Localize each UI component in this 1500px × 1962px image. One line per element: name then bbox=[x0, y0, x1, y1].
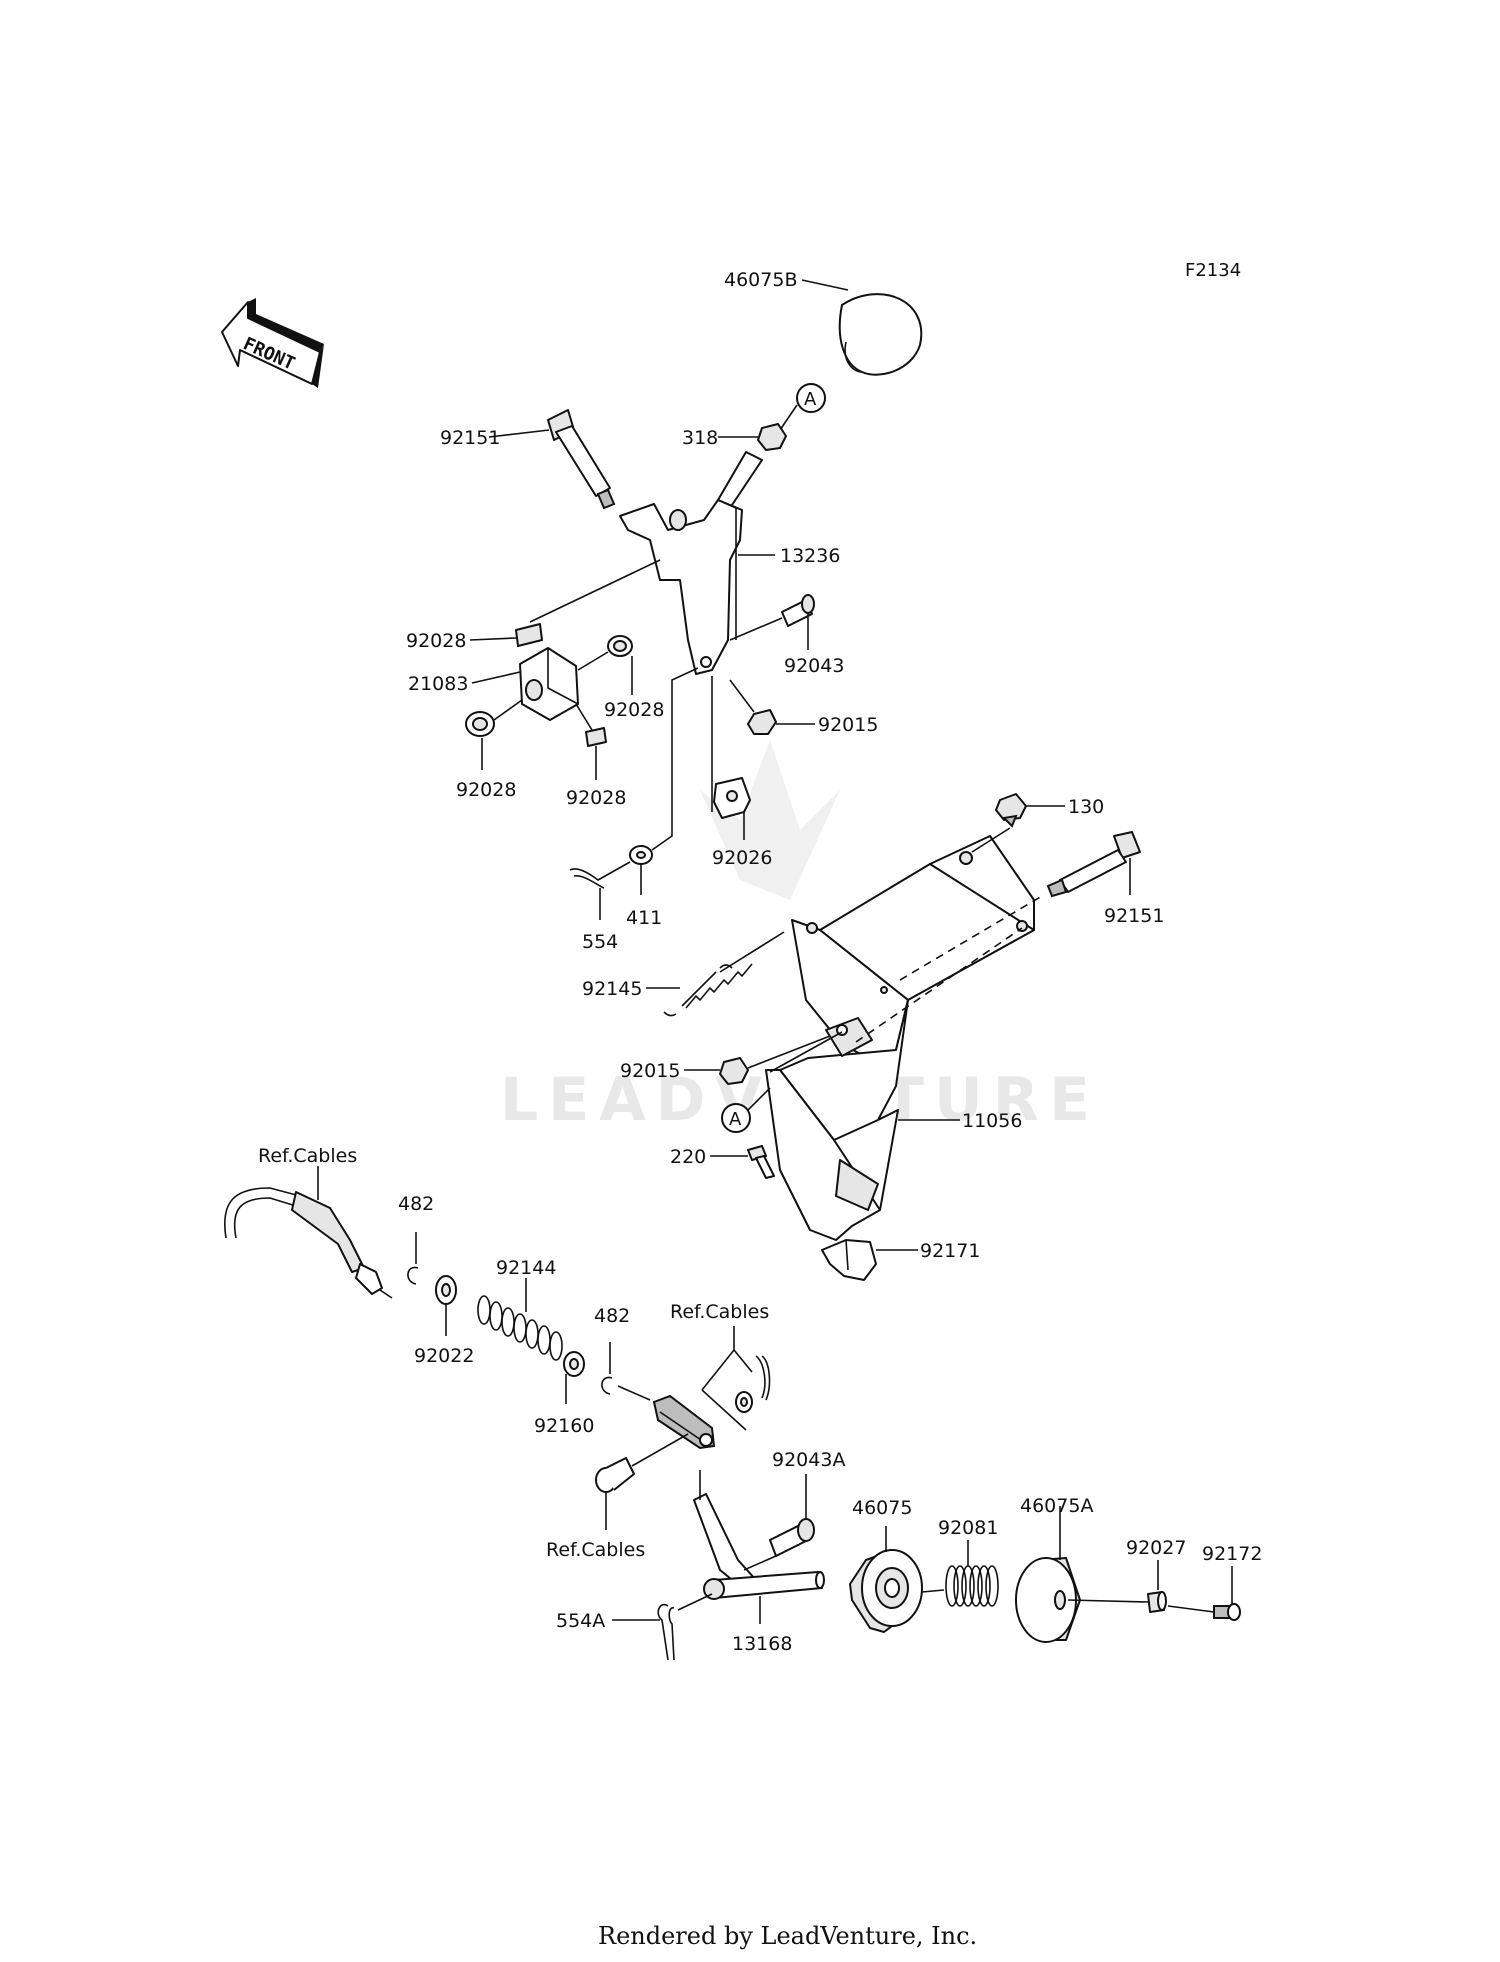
footer-credit: Rendered by LeadVenture, Inc. bbox=[598, 1922, 977, 1950]
bushing-92028-d bbox=[585, 727, 607, 747]
label-46075B: 46075B bbox=[724, 269, 797, 291]
label-92015-a: 92015 bbox=[818, 714, 878, 736]
label-92081: 92081 bbox=[938, 1517, 998, 1539]
pedal-bracket-11056 bbox=[765, 835, 1035, 1241]
label-92151-top: 92151 bbox=[440, 427, 500, 449]
label-92028-c: 92028 bbox=[456, 779, 516, 801]
washer-411 bbox=[629, 845, 653, 865]
cotter-pin-554 bbox=[569, 861, 631, 889]
screw-220 bbox=[747, 1145, 775, 1179]
label-92043A: 92043A bbox=[772, 1449, 845, 1471]
label-482-b: 482 bbox=[594, 1305, 630, 1327]
washer-92160 bbox=[563, 1351, 585, 1377]
label-220: 220 bbox=[670, 1146, 706, 1168]
cotter-pin-554A bbox=[657, 1603, 675, 1661]
knob-46075B bbox=[838, 293, 923, 376]
spring-92144 bbox=[477, 1295, 563, 1361]
collar-92027 bbox=[1147, 1591, 1167, 1613]
label-92172: 92172 bbox=[1202, 1543, 1262, 1565]
nut-92015-a bbox=[747, 709, 777, 735]
clevis-pin-ref bbox=[595, 1457, 635, 1493]
label-92015-b: 92015 bbox=[620, 1060, 680, 1082]
label-554A: 554A bbox=[556, 1610, 605, 1632]
pedal-base-46075 bbox=[849, 1549, 923, 1633]
label-92171: 92171 bbox=[920, 1240, 980, 1262]
pin-92043 bbox=[781, 594, 815, 627]
bushing-92028-b bbox=[607, 635, 633, 657]
label-92144: 92144 bbox=[496, 1257, 556, 1279]
label-130: 130 bbox=[1068, 796, 1104, 818]
label-482-a: 482 bbox=[398, 1193, 434, 1215]
callout-a-top bbox=[796, 383, 826, 413]
bushing-92028-c bbox=[465, 711, 495, 737]
label-318: 318 bbox=[682, 427, 718, 449]
label-46075: 46075 bbox=[852, 1497, 912, 1519]
washer-ref-mid bbox=[735, 1391, 753, 1413]
callout-a-top-text: A bbox=[804, 389, 817, 410]
pedal-pad-46075A bbox=[1015, 1557, 1081, 1643]
label-11056: 11056 bbox=[962, 1110, 1022, 1132]
label-13236: 13236 bbox=[780, 545, 840, 567]
bushing-92028-a bbox=[515, 623, 543, 647]
label-21083: 21083 bbox=[408, 673, 468, 695]
eclip-482-a bbox=[407, 1266, 419, 1285]
clip-92171 bbox=[821, 1239, 877, 1281]
spring-92145 bbox=[663, 963, 753, 1017]
spring-92081 bbox=[945, 1565, 999, 1607]
label-92028-a: 92028 bbox=[406, 630, 466, 652]
label-411: 411 bbox=[626, 907, 662, 929]
label-92160: 92160 bbox=[534, 1415, 594, 1437]
front-arrow-icon: FRONT bbox=[221, 298, 324, 388]
nut-92015-b bbox=[719, 1057, 749, 1085]
label-92022: 92022 bbox=[414, 1345, 474, 1367]
callout-a-bottom-text: A bbox=[729, 1109, 742, 1130]
label-92028-d: 92028 bbox=[566, 787, 626, 809]
block-21083 bbox=[519, 647, 579, 721]
label-92145: 92145 bbox=[582, 978, 642, 1000]
ref-cables-bottom: Ref.Cables bbox=[546, 1539, 645, 1561]
label-554: 554 bbox=[582, 931, 618, 953]
label-92027: 92027 bbox=[1126, 1537, 1186, 1559]
eclip-482-b bbox=[601, 1376, 613, 1395]
ref-cables-mid: Ref.Cables bbox=[670, 1301, 769, 1323]
clevis-yoke bbox=[652, 1394, 716, 1450]
bolt-92151-right bbox=[1046, 831, 1141, 898]
bolt-92151-top bbox=[547, 409, 616, 510]
pin-92043A bbox=[769, 1518, 815, 1557]
cotter-pin-ref-mid bbox=[755, 1355, 771, 1401]
screw-92172 bbox=[1213, 1603, 1241, 1621]
bolt-130 bbox=[995, 793, 1027, 828]
label-92028-b: 92028 bbox=[604, 699, 664, 721]
label-92151-right: 92151 bbox=[1104, 905, 1164, 927]
label-92026: 92026 bbox=[712, 847, 772, 869]
nut-318 bbox=[757, 423, 787, 451]
cable-ref-left bbox=[224, 1187, 393, 1299]
washer-92022 bbox=[435, 1275, 457, 1305]
pedal-arm-13168 bbox=[693, 1493, 825, 1600]
label-92043: 92043 bbox=[784, 655, 844, 677]
lever-13236 bbox=[619, 451, 763, 675]
figure-code: F2134 bbox=[1185, 260, 1241, 281]
label-46075A: 46075A bbox=[1020, 1495, 1093, 1517]
label-13168: 13168 bbox=[732, 1633, 792, 1655]
ref-cables-left: Ref.Cables bbox=[258, 1145, 357, 1167]
callout-a-bottom bbox=[721, 1103, 751, 1133]
